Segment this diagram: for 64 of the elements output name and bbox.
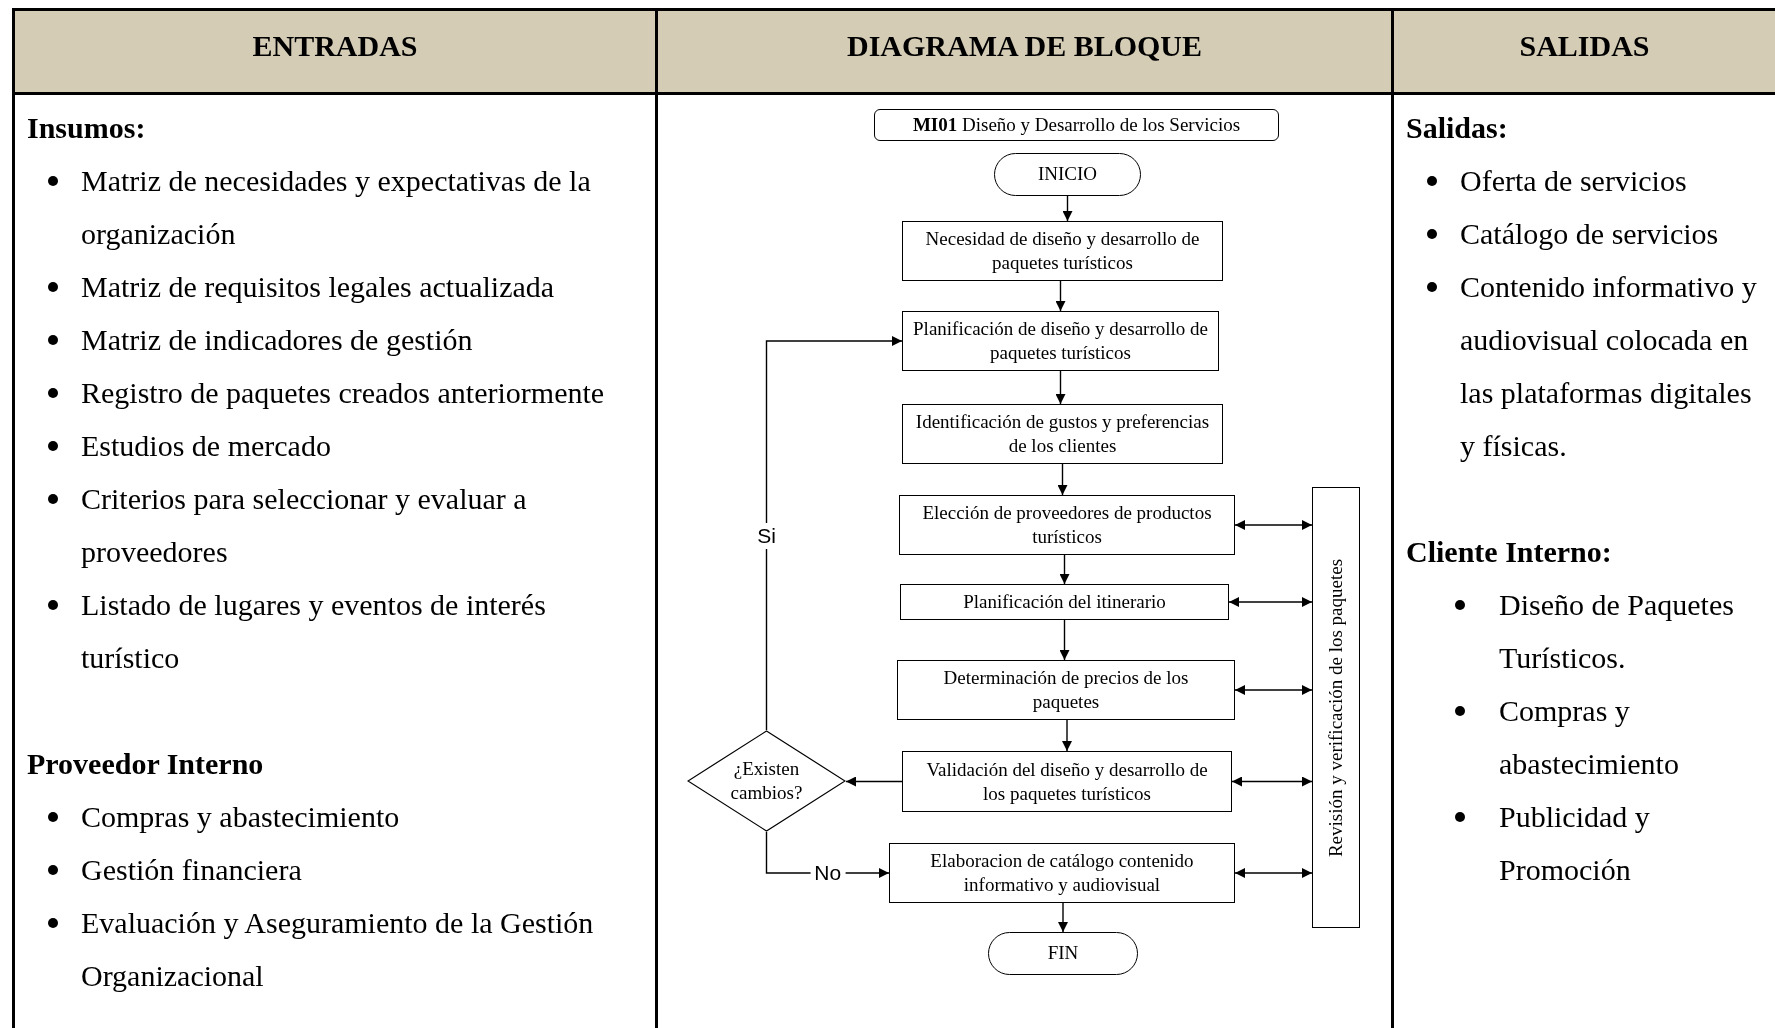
arrow — [1234, 868, 1313, 878]
process-box — [900, 584, 1229, 620]
section-heading: Cliente Interno: — [1406, 534, 1612, 570]
node-text: Elaboracion de catálogo contenido informativo y audiovisual — [929, 849, 1195, 897]
process-box — [902, 751, 1232, 812]
list-item-text: Compras y abastecimiento — [1499, 694, 1679, 780]
list-item-text: Listado de lugares y eventos de interés turístico — [81, 588, 546, 674]
list-item-text: Registro de paquetes creados anteriormente — [81, 376, 605, 409]
process-title-box — [874, 109, 1279, 141]
node-text: Elección de proveedores de productos turísticos — [921, 501, 1213, 549]
process-box — [902, 404, 1223, 464]
list-item-text: Gestión financiera — [81, 853, 302, 886]
arrow — [845, 776, 903, 787]
column-header: ENTRADAS — [15, 11, 658, 95]
node-text: MI01 Diseño y Desarrollo de los Servicios — [912, 112, 1241, 137]
node-text: Necesidad de diseño y desarrollo de paquetes turísticos — [924, 227, 1201, 275]
terminal-pill — [988, 932, 1138, 975]
list-item-text: Oferta de servicios — [1460, 164, 1687, 197]
section-heading: Salidas: — [1406, 110, 1508, 146]
list-item-text: Evaluación y Aseguramiento de la Gestión Organizacional — [81, 906, 594, 992]
list-item-text: Contenido informativo y audiovisual colocada en las plataformas digitales y físicas. — [1460, 270, 1757, 462]
list-item-text: Matriz de requisitos legales actualizada — [81, 270, 555, 303]
node-text: INICIO — [1037, 162, 1098, 187]
node-text: Planificación del itinerario — [963, 590, 1166, 614]
list-item-text: Diseño de Paquetes Turísticos. — [1499, 588, 1734, 674]
arrow — [1059, 619, 1070, 661]
process-box — [897, 660, 1235, 720]
arrow — [1058, 902, 1068, 933]
arrow — [1234, 685, 1313, 695]
process-box — [902, 221, 1223, 281]
review-bar — [1312, 487, 1360, 928]
node-text: ¿Existen cambios? — [729, 757, 804, 805]
arrow — [1234, 520, 1313, 530]
list-item-text: Matriz de necesidades y expectativas de la organización — [81, 164, 591, 250]
section-heading: Insumos: — [27, 110, 146, 146]
arrow — [1055, 280, 1066, 312]
arrow — [765, 336, 903, 731]
process-box — [889, 843, 1235, 903]
arrow — [1059, 554, 1070, 585]
list-item-text: Catálogo de servicios — [1460, 217, 1719, 250]
list-item-text: Estudios de mercado — [81, 429, 331, 462]
arrow — [1062, 195, 1073, 222]
node-text: Revisión y verificación de los paquetes — [1325, 558, 1347, 857]
list-item-text: Publicidad y Promoción — [1499, 800, 1650, 886]
arrow — [1055, 370, 1066, 405]
column-header: DIAGRAMA DE BLOQUE — [658, 11, 1394, 95]
list-item-text: Matriz de indicadores de gestión — [81, 323, 473, 356]
section-heading: Proveedor Interno — [27, 746, 264, 782]
list-item-text: Criterios para seleccionar y evaluar a proveedores — [81, 482, 527, 568]
process-box — [899, 495, 1235, 555]
process-box — [902, 311, 1219, 371]
arrow — [1228, 597, 1313, 607]
arrow — [1231, 776, 1313, 787]
node-text: FIN — [1047, 941, 1079, 966]
decision-diamond — [687, 730, 846, 832]
column-header: SALIDAS — [1394, 11, 1775, 95]
terminal-pill — [994, 153, 1141, 196]
list-item-text: Compras y abastecimiento — [81, 800, 400, 833]
arrow — [1057, 463, 1068, 496]
node-text: Determinación de precios de los paquetes — [942, 666, 1190, 714]
arrow — [1062, 719, 1072, 752]
node-text: Planificación de diseño y desarrollo de paquetes turísticos — [913, 317, 1208, 365]
node-text: Identificación de gustos y preferencias de los clientes — [914, 410, 1211, 458]
node-text: Validación del diseño y desarrollo de los paquetes turísticos — [925, 757, 1209, 806]
